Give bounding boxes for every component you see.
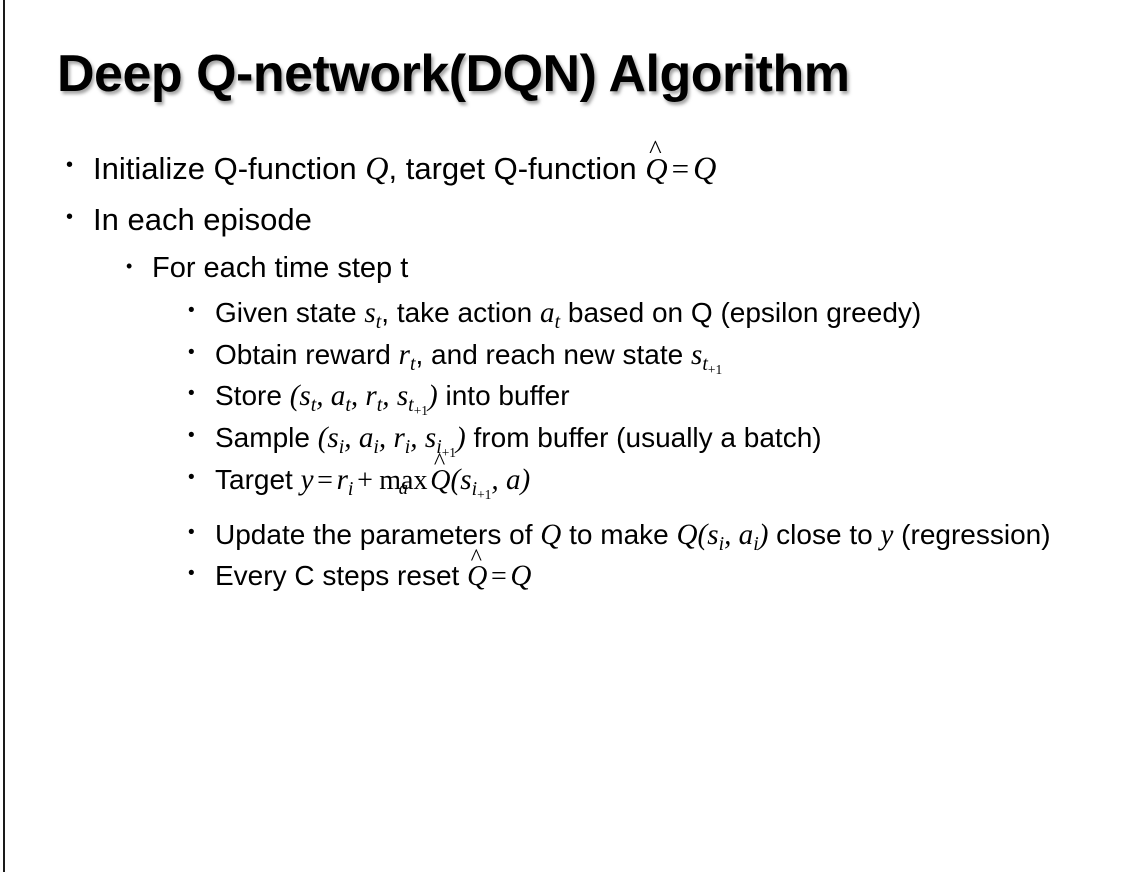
list-item-sample-from-buffer[interactable]: • Sample (si, ai, ri, si+1) from buffer … [188,419,1098,461]
list-item-in-each-episode[interactable]: • In each episode [66,200,1124,240]
list-item-every-c-steps-reset[interactable]: • Every C steps reset ^Q=Q [188,545,1098,596]
bullet-glyph-icon: • [188,425,195,447]
list-item-obtain-reward[interactable]: • Obtain reward rt, and reach new state … [188,336,1098,377]
bullet-glyph-icon: • [66,205,74,228]
list-item-given-state-take-action[interactable]: • Given state st, take action at based o… [188,294,1098,333]
list-item-for-each-time-step[interactable]: • For each time step t [126,250,1124,288]
list-item-text: Sample (si, ai, ri, si+1) from buffer (u… [215,422,822,461]
bullet-glyph-icon: • [188,383,195,405]
list-item-text: In each episode [93,201,312,237]
bullet-glyph-icon: • [188,466,195,488]
slide-body-outline: • Initialize Q-function Q, target Q-func… [0,133,1124,599]
list-item-text: Update the parameters of Q to make Q(si,… [215,518,1051,555]
list-item-text: Initialize Q-function Q, target Q-functi… [93,133,717,186]
list-item-initialize[interactable]: • Initialize Q-function Q, target Q-func… [66,133,1124,190]
page-title: Deep Q-network(DQN) Algorithm [57,45,850,103]
bullet-glyph-icon: • [126,256,133,277]
bullet-glyph-icon: • [188,563,195,585]
list-item-text: For each time step t [152,252,409,285]
list-item-text: Given state st, take action at based on … [215,296,922,333]
list-item-text: Every C steps reset ^Q=Q [215,545,532,593]
bullet-glyph-icon: • [188,521,195,543]
list-item-text: Store (st, at, rt, st+1) into buffer [215,380,570,419]
bullet-glyph-icon: • [188,299,195,321]
list-item-update-parameters[interactable]: • Update the parameters of Q to make Q(s… [188,516,1098,555]
bullet-glyph-icon: • [66,154,74,176]
slide-left-border [3,0,5,872]
list-item-text: Obtain reward rt, and reach new state st… [215,338,723,377]
list-item-store-into-buffer[interactable]: • Store (st, at, rt, st+1) into buffer [188,377,1098,419]
bullet-glyph-icon: • [188,341,195,363]
